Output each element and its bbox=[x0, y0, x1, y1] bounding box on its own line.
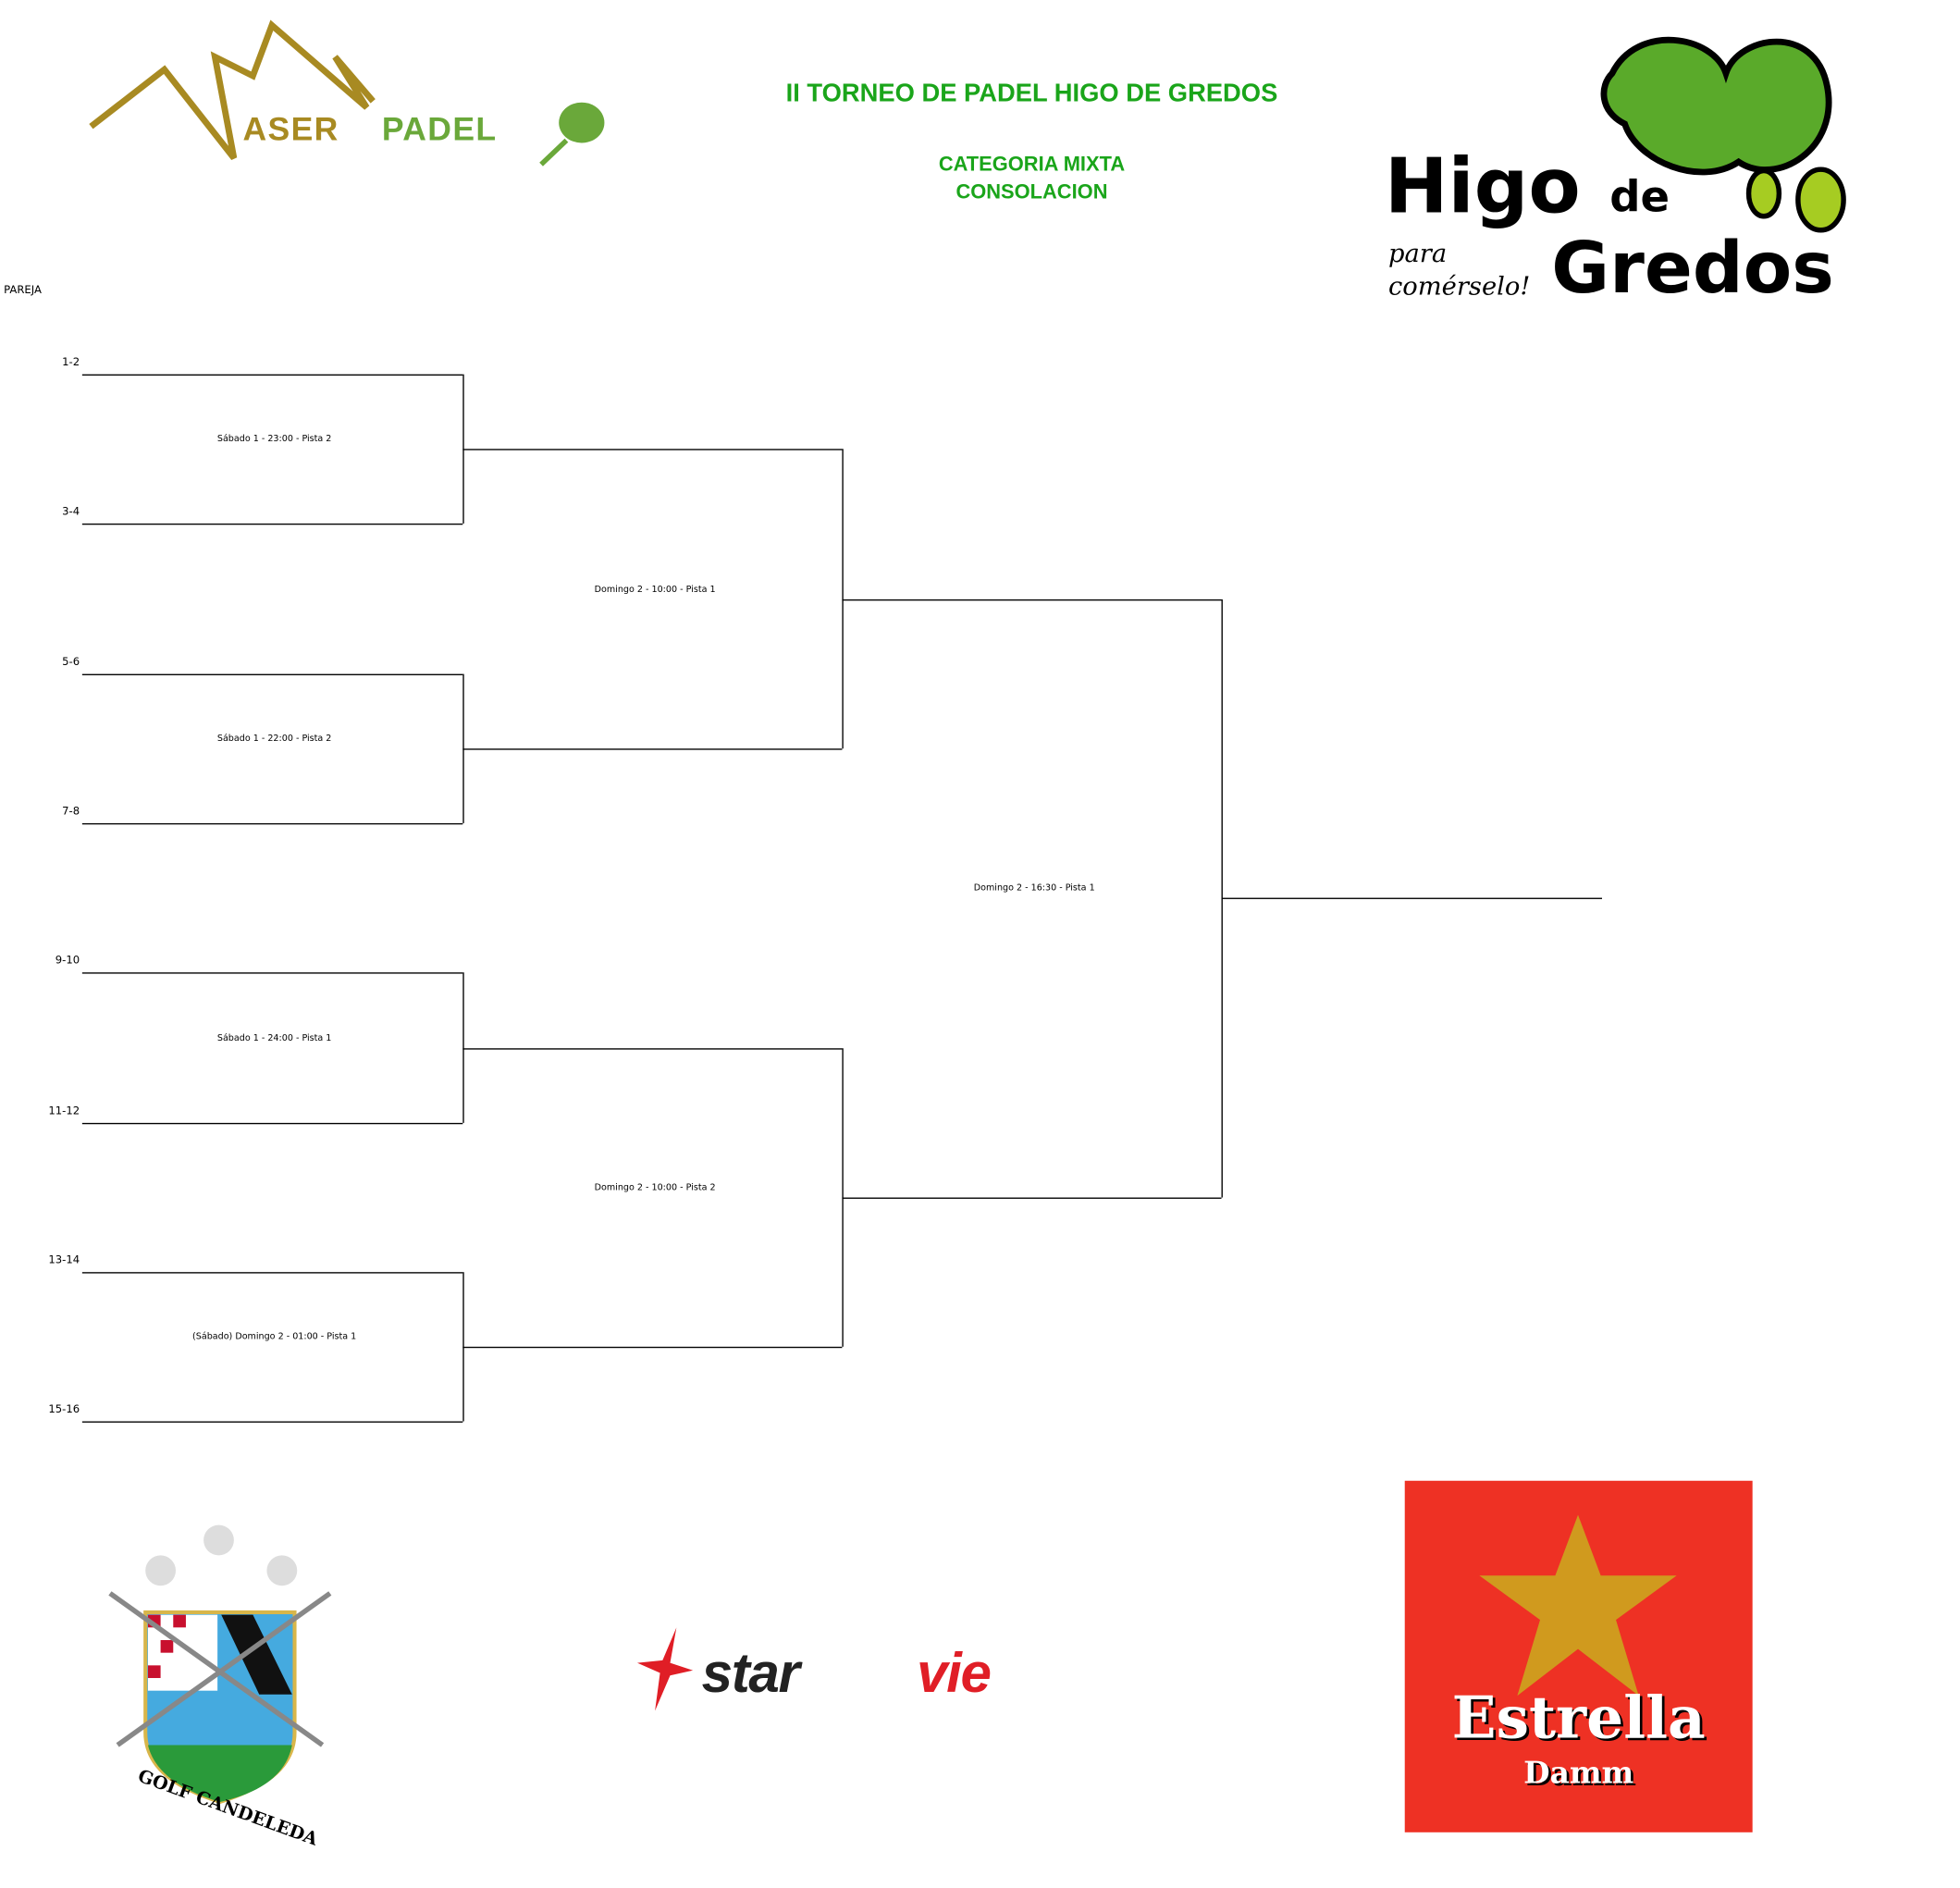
bracket-connector bbox=[462, 374, 464, 524]
bracket-line bbox=[81, 822, 463, 825]
mountain-icon bbox=[89, 19, 605, 167]
comerselo-text: comérselo! bbox=[1387, 270, 1531, 302]
bracket-line bbox=[81, 1272, 463, 1274]
golf-crest-icon bbox=[108, 1524, 332, 1805]
bracket-line bbox=[81, 374, 463, 376]
padel-text: PADEL bbox=[381, 109, 498, 148]
seed-label: 5-6 bbox=[62, 656, 80, 670]
seed-label: 9-10 bbox=[55, 955, 80, 968]
match-schedule: Domingo 2 - 16:30 - Pista 1 bbox=[973, 882, 1095, 894]
higo-de-gredos-logo: Higo de Gredos para comérselo! bbox=[1385, 23, 1865, 314]
bracket-line bbox=[462, 449, 843, 450]
bracket-line bbox=[81, 673, 463, 675]
estrella-text: Estrella bbox=[1451, 1683, 1706, 1752]
seed-label: 13-14 bbox=[48, 1254, 80, 1267]
bracket-line bbox=[81, 972, 463, 974]
golf-candeleda-logo: GOLF CANDELEDA bbox=[82, 1517, 361, 1850]
estrella-damm-logo: Estrella Damm bbox=[1404, 1480, 1753, 1832]
bracket-line bbox=[81, 1421, 463, 1423]
draw-label: CONSOLACION bbox=[955, 181, 1108, 204]
gredos-text: Gredos bbox=[1551, 228, 1834, 310]
bracket-line bbox=[1221, 897, 1602, 900]
de-text: de bbox=[1609, 171, 1670, 223]
match-schedule: Domingo 2 - 10:00 - Pista 1 bbox=[594, 583, 716, 594]
match-schedule: Sábado 1 - 24:00 - Pista 1 bbox=[216, 1032, 332, 1043]
category-label: CATEGORIA MIXTA bbox=[938, 154, 1126, 177]
match-schedule: Domingo 2 - 10:00 - Pista 2 bbox=[594, 1181, 716, 1192]
bracket-line bbox=[462, 1346, 843, 1349]
star-icon bbox=[1479, 1514, 1677, 1697]
bracket-connector bbox=[842, 1047, 844, 1347]
seed-label: 3-4 bbox=[62, 505, 80, 519]
para-text: para bbox=[1387, 237, 1448, 268]
higo-text: Higo bbox=[1384, 142, 1581, 232]
damm-text: Damm bbox=[1523, 1754, 1634, 1791]
bracket-line bbox=[842, 598, 1222, 600]
match-schedule: Sábado 1 - 22:00 - Pista 2 bbox=[216, 733, 332, 744]
seed-label: 11-12 bbox=[48, 1104, 80, 1118]
starvie-logo: star vie bbox=[633, 1625, 1063, 1714]
star-text: star bbox=[701, 1642, 800, 1705]
seed-label: 7-8 bbox=[62, 805, 80, 819]
aser-text: ASER bbox=[242, 109, 339, 148]
match-schedule: Sábado 1 - 23:00 - Pista 2 bbox=[216, 433, 332, 444]
vie-text: vie bbox=[917, 1642, 992, 1705]
seed-label: 1-2 bbox=[62, 356, 80, 370]
bracket-line bbox=[81, 1122, 463, 1125]
aserpadel-logo: ASER PADEL bbox=[89, 19, 620, 171]
fig-leaf-icon bbox=[1600, 36, 1846, 233]
bracket-line bbox=[462, 748, 843, 750]
seed-label: 15-16 bbox=[48, 1403, 80, 1417]
match-schedule: (Sábado) Domingo 2 - 01:00 - Pista 1 bbox=[192, 1331, 357, 1342]
bracket-line bbox=[842, 1197, 1222, 1199]
bracket-line bbox=[462, 1047, 843, 1049]
star-spark-icon bbox=[636, 1627, 694, 1711]
tournament-title: II TORNEO DE PADEL HIGO DE GREDOS bbox=[785, 80, 1278, 108]
pareja-header: PAREJA bbox=[4, 284, 42, 298]
